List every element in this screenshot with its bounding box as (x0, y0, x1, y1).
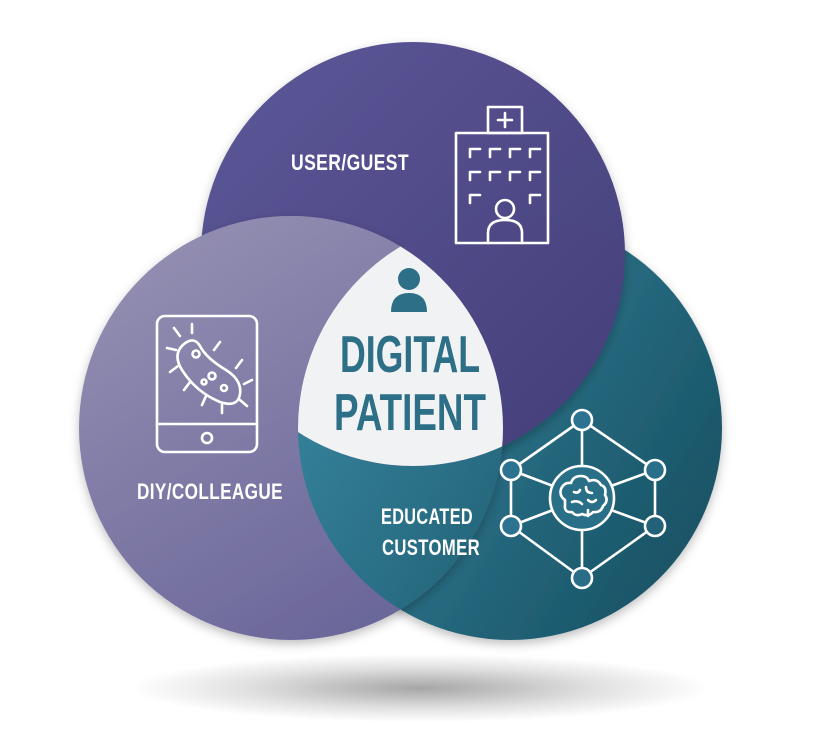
tablet-bacteria-icon (155, 314, 259, 454)
center-title-line2: PATIENT (334, 384, 486, 442)
label-customer: CUSTOMER (382, 535, 480, 560)
label-diy-colleague: DIY/COLLEAGUE (137, 479, 283, 504)
hospital-building-icon (454, 105, 550, 245)
person-icon (391, 268, 427, 312)
label-educated: EDUCATED (381, 504, 473, 529)
ground-shadow (130, 654, 710, 722)
label-user-guest: USER/GUEST (291, 150, 409, 175)
brain-network-icon (499, 408, 667, 590)
center-title-line1: DIGITAL (340, 326, 480, 384)
